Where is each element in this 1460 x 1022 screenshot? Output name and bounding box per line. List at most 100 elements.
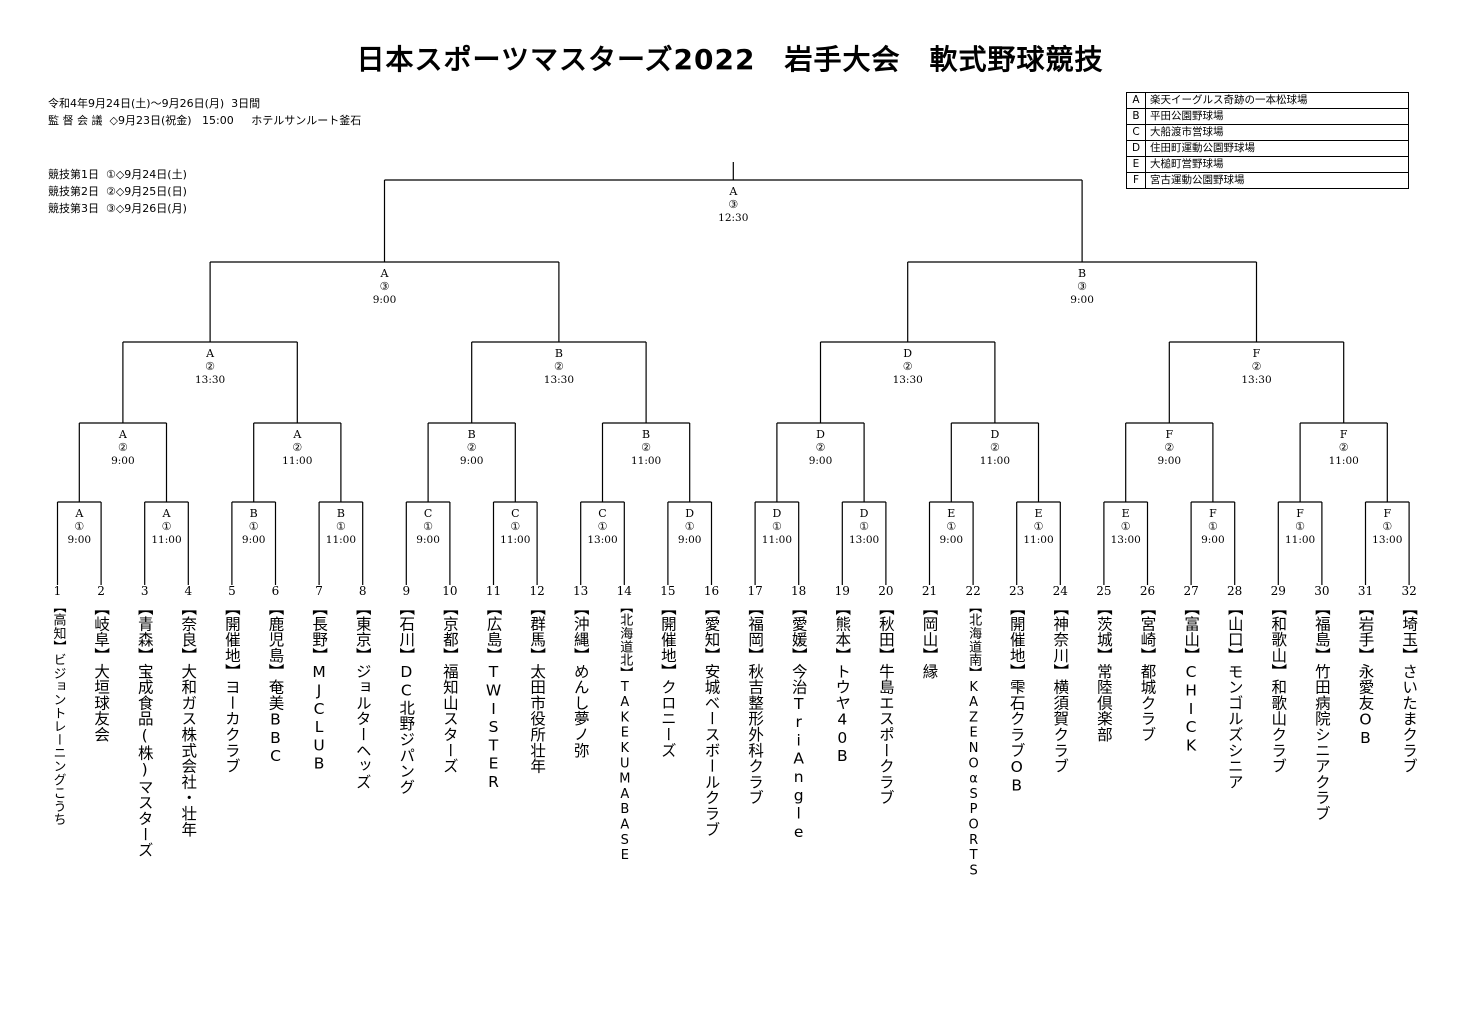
team-number: 25 (1096, 584, 1111, 598)
team-name: 【宮崎】都城クラブ (1138, 600, 1157, 743)
match-venue: F (1296, 507, 1304, 520)
match-venue: F (1340, 428, 1348, 441)
match-venue: E (1034, 507, 1042, 520)
match-day: ① (162, 520, 172, 533)
match-time: 9:00 (460, 455, 484, 467)
team-name: 【北海道南】KAZENOαSPORTS (966, 600, 982, 879)
team-number: 27 (1183, 584, 1198, 598)
team-name: 【神奈川】横須賀クラブ (1051, 600, 1070, 774)
match-day: ① (1208, 520, 1218, 533)
match-day: ③ (380, 280, 390, 293)
venue-name: 住田町運動公園野球場 (1145, 140, 1409, 157)
team-number: 26 (1140, 584, 1155, 598)
match-time: 13:00 (587, 534, 617, 546)
team-number: 1 (54, 584, 62, 598)
day3-info: 競技第3日 ③◇9月26日(月) (48, 202, 187, 215)
match-venue: A (205, 347, 215, 360)
match-day: ② (816, 441, 826, 454)
team-number: 31 (1358, 584, 1373, 598)
team-number: 32 (1401, 584, 1416, 598)
team-number: 28 (1227, 584, 1242, 598)
team-number: 30 (1314, 584, 1329, 598)
match-day: ③ (728, 198, 738, 211)
match-day: ① (772, 520, 782, 533)
team-number: 7 (315, 584, 323, 598)
match-day: ③ (1077, 280, 1087, 293)
team-name: 【北海道北】TAKEKUMABASE (617, 600, 633, 864)
match-time: 9:00 (678, 534, 702, 546)
match-venue: A (380, 267, 390, 280)
match-day: ① (1034, 520, 1044, 533)
match-day: ② (467, 441, 477, 454)
match-day: ② (118, 441, 128, 454)
team-number: 20 (878, 584, 893, 598)
match-time: 9:00 (242, 534, 266, 546)
tournament-bracket: A①9:00A①11:00B①9:00B①11:00C①9:00C①11:00C… (54, 162, 1417, 598)
match-venue: F (1383, 507, 1391, 520)
team-name: 【開催地】雫石クラブOB (1007, 600, 1026, 795)
match-time: 12:30 (718, 212, 748, 224)
team-name: 【和歌山】和歌山クラブ (1269, 600, 1288, 774)
match-day: ② (903, 360, 913, 373)
match-time: 9:00 (1158, 455, 1182, 467)
team-number: 6 (272, 584, 280, 598)
match-day: ① (859, 520, 869, 533)
match-time: 11:00 (762, 534, 792, 546)
match-time: 9:00 (416, 534, 440, 546)
match-day: ② (554, 360, 564, 373)
day1-info: 競技第1日 ①◇9月24日(土) (48, 168, 187, 181)
match-time: 11:00 (1285, 534, 1315, 546)
team-number: 12 (529, 584, 544, 598)
match-day: ① (1295, 520, 1305, 533)
match-time: 9:00 (940, 534, 964, 546)
match-day: ② (292, 441, 302, 454)
match-venue: A (74, 507, 84, 520)
venue-name: 宮古運動公園野球場 (1145, 172, 1409, 189)
team-number: 14 (617, 584, 633, 598)
team-name: 【青森】宝成食品(株)マスターズ (135, 600, 154, 858)
team-name: 【秋田】牛島エスポークラブ (876, 600, 895, 806)
match-time: 9:00 (1201, 534, 1225, 546)
match-venue: B (555, 347, 563, 360)
match-venue: A (118, 428, 128, 441)
match-venue: B (250, 507, 258, 520)
match-day: ② (1164, 441, 1174, 454)
match-venue: B (468, 428, 476, 441)
match-time: 11:00 (282, 455, 312, 467)
match-time: 11:00 (980, 455, 1010, 467)
team-number: 17 (747, 584, 762, 598)
team-name: 【鹿児島】奄美BBC (266, 600, 285, 766)
team-number: 22 (965, 584, 980, 598)
match-time: 9:00 (111, 455, 135, 467)
team-name: 【奈良】大和ガス株式会社・壮年 (179, 600, 198, 837)
match-venue: B (642, 428, 650, 441)
team-name: 【開催地】クロニーズ (658, 600, 677, 758)
team-number: 8 (359, 584, 367, 598)
match-day: ② (1252, 360, 1262, 373)
team-name: 【熊本】トウヤ40B (833, 600, 852, 766)
team-name: 【福岡】秋吉整形外科クラブ (746, 600, 765, 806)
team-number: 15 (660, 584, 675, 598)
match-day: ① (510, 520, 520, 533)
team-number: 24 (1053, 584, 1069, 598)
team-number: 29 (1271, 584, 1286, 598)
match-venue: B (1078, 267, 1086, 280)
team-number: 9 (402, 584, 410, 598)
match-day: ① (336, 520, 346, 533)
match-venue: E (1122, 507, 1130, 520)
match-venue: E (947, 507, 955, 520)
match-venue: F (1209, 507, 1217, 520)
team-name: 【岩手】永愛友OB (1356, 600, 1375, 748)
match-day: ① (249, 520, 259, 533)
team-number: 19 (835, 584, 850, 598)
team-name: 【群馬】太田市役所壮年 (528, 600, 547, 774)
match-time: 13:00 (1111, 534, 1141, 546)
meeting-info: 監 督 会 議 ◇9月23日(祝金) 15:00 ホテルサンルート釜石 (48, 114, 362, 127)
team-number: 16 (704, 584, 719, 598)
match-time: 13:00 (849, 534, 879, 546)
match-venue: D (903, 347, 912, 360)
match-venue: D (772, 507, 781, 520)
match-day: ② (641, 441, 651, 454)
